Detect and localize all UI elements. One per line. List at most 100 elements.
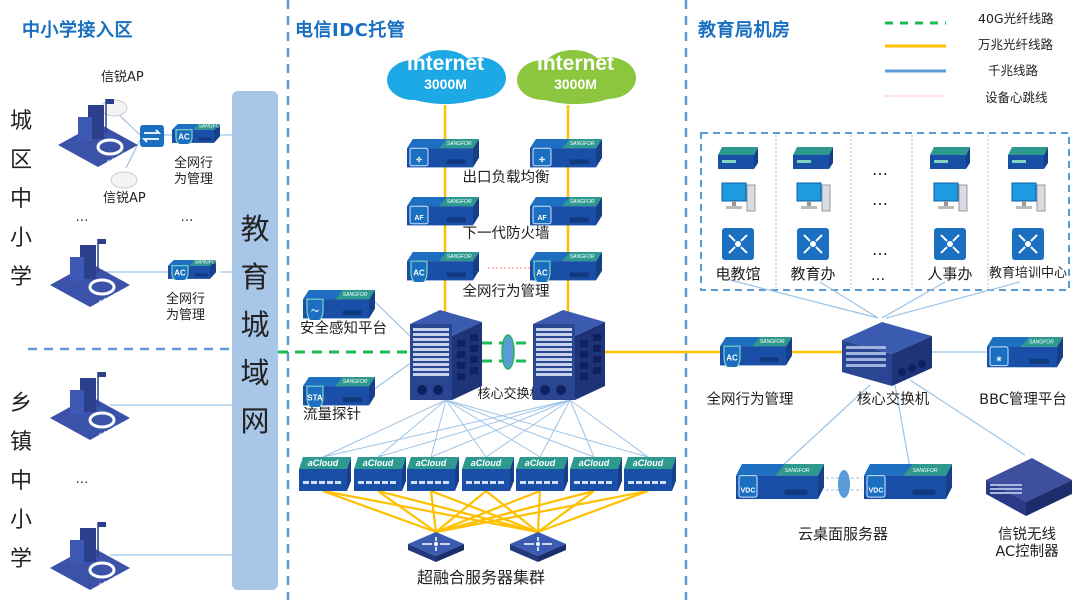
svg-text:SANGFOR: SANGFOR — [195, 260, 218, 266]
internet-bandwidth: 3000M — [424, 76, 467, 92]
department-computer-icon — [1010, 180, 1048, 220]
acloud-server[interactable]: aCloud — [297, 455, 353, 497]
access-switch-icon — [140, 125, 164, 147]
wireless-ac-label: 信锐无线 AC控制器 — [995, 527, 1059, 560]
idc-core-switch[interactable] — [410, 310, 482, 406]
vdc-aggregation-ring — [838, 470, 850, 498]
bureau-core-switch[interactable] — [842, 318, 932, 392]
acloud-server[interactable]: aCloud — [352, 455, 408, 497]
idc-core-switch[interactable] — [533, 310, 605, 406]
idc-ac-device[interactable]: SANGFOR AC — [528, 250, 604, 287]
load-balancer-device[interactable]: SANGFOR✣ — [528, 137, 604, 173]
bureau-core-switch-label: 核心交换机 — [856, 392, 930, 408]
svg-text:SANGFOR: SANGFOR — [913, 468, 938, 474]
internet-cloud-name: Internet — [406, 52, 484, 75]
department-computer-icon — [795, 180, 833, 220]
rural-schools-label: 乡镇中小学 — [9, 391, 32, 572]
hci-switch[interactable] — [408, 530, 464, 568]
load-balancer-device[interactable]: SANGFOR✣ — [405, 137, 481, 173]
svg-text:VDC: VDC — [741, 487, 756, 494]
acloud-server[interactable]: aCloud — [514, 455, 570, 497]
ellipsis: … — [75, 472, 89, 487]
wireless-ac-controller[interactable] — [984, 456, 1074, 522]
department-access-device[interactable] — [928, 145, 972, 175]
svg-text:aCloud: aCloud — [363, 458, 394, 468]
svg-text:AC: AC — [536, 269, 548, 278]
acloud-server[interactable]: aCloud — [568, 455, 624, 497]
ellipsis: … — [872, 240, 888, 259]
svg-text:AC: AC — [726, 354, 738, 363]
ap-label-top: 信锐AP — [101, 70, 144, 85]
department-computer-icon — [720, 180, 758, 220]
bureau-ac-label: 全网行为管理 — [706, 392, 794, 408]
internet-bandwidth: 3000M — [554, 76, 597, 92]
svg-text:✳: ✳ — [996, 356, 1002, 364]
svg-text:aCloud: aCloud — [416, 458, 447, 468]
school-building-icon: Education — [58, 95, 138, 174]
department-label: … — [870, 268, 886, 284]
hci-switch[interactable] — [510, 530, 566, 568]
acloud-server[interactable]: aCloud — [622, 455, 678, 497]
department-switch-icon — [1012, 228, 1044, 264]
acloud-server[interactable]: aCloud — [405, 455, 461, 497]
acloud-server[interactable]: aCloud — [460, 455, 516, 497]
department-label: 电教馆 — [715, 265, 761, 283]
zone-title-school-access: 中小学接入区 — [22, 20, 133, 41]
security-platform-label: 安全感知平台 — [300, 321, 387, 337]
svg-text:〜: 〜 — [311, 307, 319, 316]
department-access-device[interactable] — [791, 145, 835, 175]
bureau-ac-device[interactable]: SANGFOR AC — [718, 335, 794, 372]
svg-text:aCloud: aCloud — [579, 458, 610, 468]
gigabit-links-left — [100, 111, 413, 556]
department-switch-icon — [934, 228, 966, 264]
bbc-platform-label: BBC管理平台 — [979, 392, 1067, 408]
legend-label-1g: 千兆线路 — [988, 63, 1039, 78]
department-switch-icon — [722, 228, 754, 264]
svg-text:SANGFOR: SANGFOR — [570, 254, 595, 260]
firewall-label: 下一代防火墙 — [462, 226, 550, 242]
svg-text:SANGFOR: SANGFOR — [760, 339, 785, 345]
svg-text:SANGFOR: SANGFOR — [1029, 340, 1054, 346]
bbc-platform-device[interactable]: SANGFOR ✳ — [985, 335, 1065, 373]
ac-label-top: 全网行 为管理 — [174, 156, 214, 187]
gigabit-links-bureau — [729, 279, 1026, 469]
svg-text:SANGFOR: SANGFOR — [343, 292, 368, 298]
security-platform-device[interactable]: SANGFOR 〜 — [301, 288, 377, 325]
wireless-ap-icon — [110, 171, 138, 189]
metro-network-label: 教育城域网 — [240, 212, 270, 438]
department-access-device[interactable] — [716, 145, 760, 175]
svg-text:SANGFOR: SANGFOR — [447, 254, 472, 260]
department-computer-icon — [932, 180, 970, 220]
idc-core-switch-label: 核心交换机 — [477, 387, 543, 402]
ellipsis: … — [75, 210, 89, 225]
legend-label-10g: 万兆光纤线路 — [978, 37, 1054, 52]
svg-text:AF: AF — [537, 215, 547, 222]
department-label: 教育培训中心 — [988, 266, 1068, 281]
link-aggregation-ring — [501, 334, 515, 370]
department-label: 人事办 — [927, 265, 973, 283]
metro-network-bar — [232, 91, 278, 590]
school-building-icon: Education — [50, 368, 130, 447]
idc-ac-label: 全网行为管理 — [462, 284, 550, 300]
svg-text:aCloud: aCloud — [633, 458, 664, 468]
traffic-probe-label: 流量探针 — [303, 407, 361, 423]
department-group-box — [700, 132, 1070, 291]
department-switch-icon — [797, 228, 829, 264]
svg-text:AF: AF — [414, 215, 424, 222]
department-access-device[interactable] — [1006, 145, 1050, 175]
ellipsis: … — [872, 160, 888, 179]
zone-title-edu-bureau: 教育局机房 — [698, 20, 791, 41]
svg-text:SANGFOR: SANGFOR — [343, 379, 368, 385]
school-building-icon: Education — [50, 235, 130, 314]
svg-text:✣: ✣ — [539, 156, 545, 164]
